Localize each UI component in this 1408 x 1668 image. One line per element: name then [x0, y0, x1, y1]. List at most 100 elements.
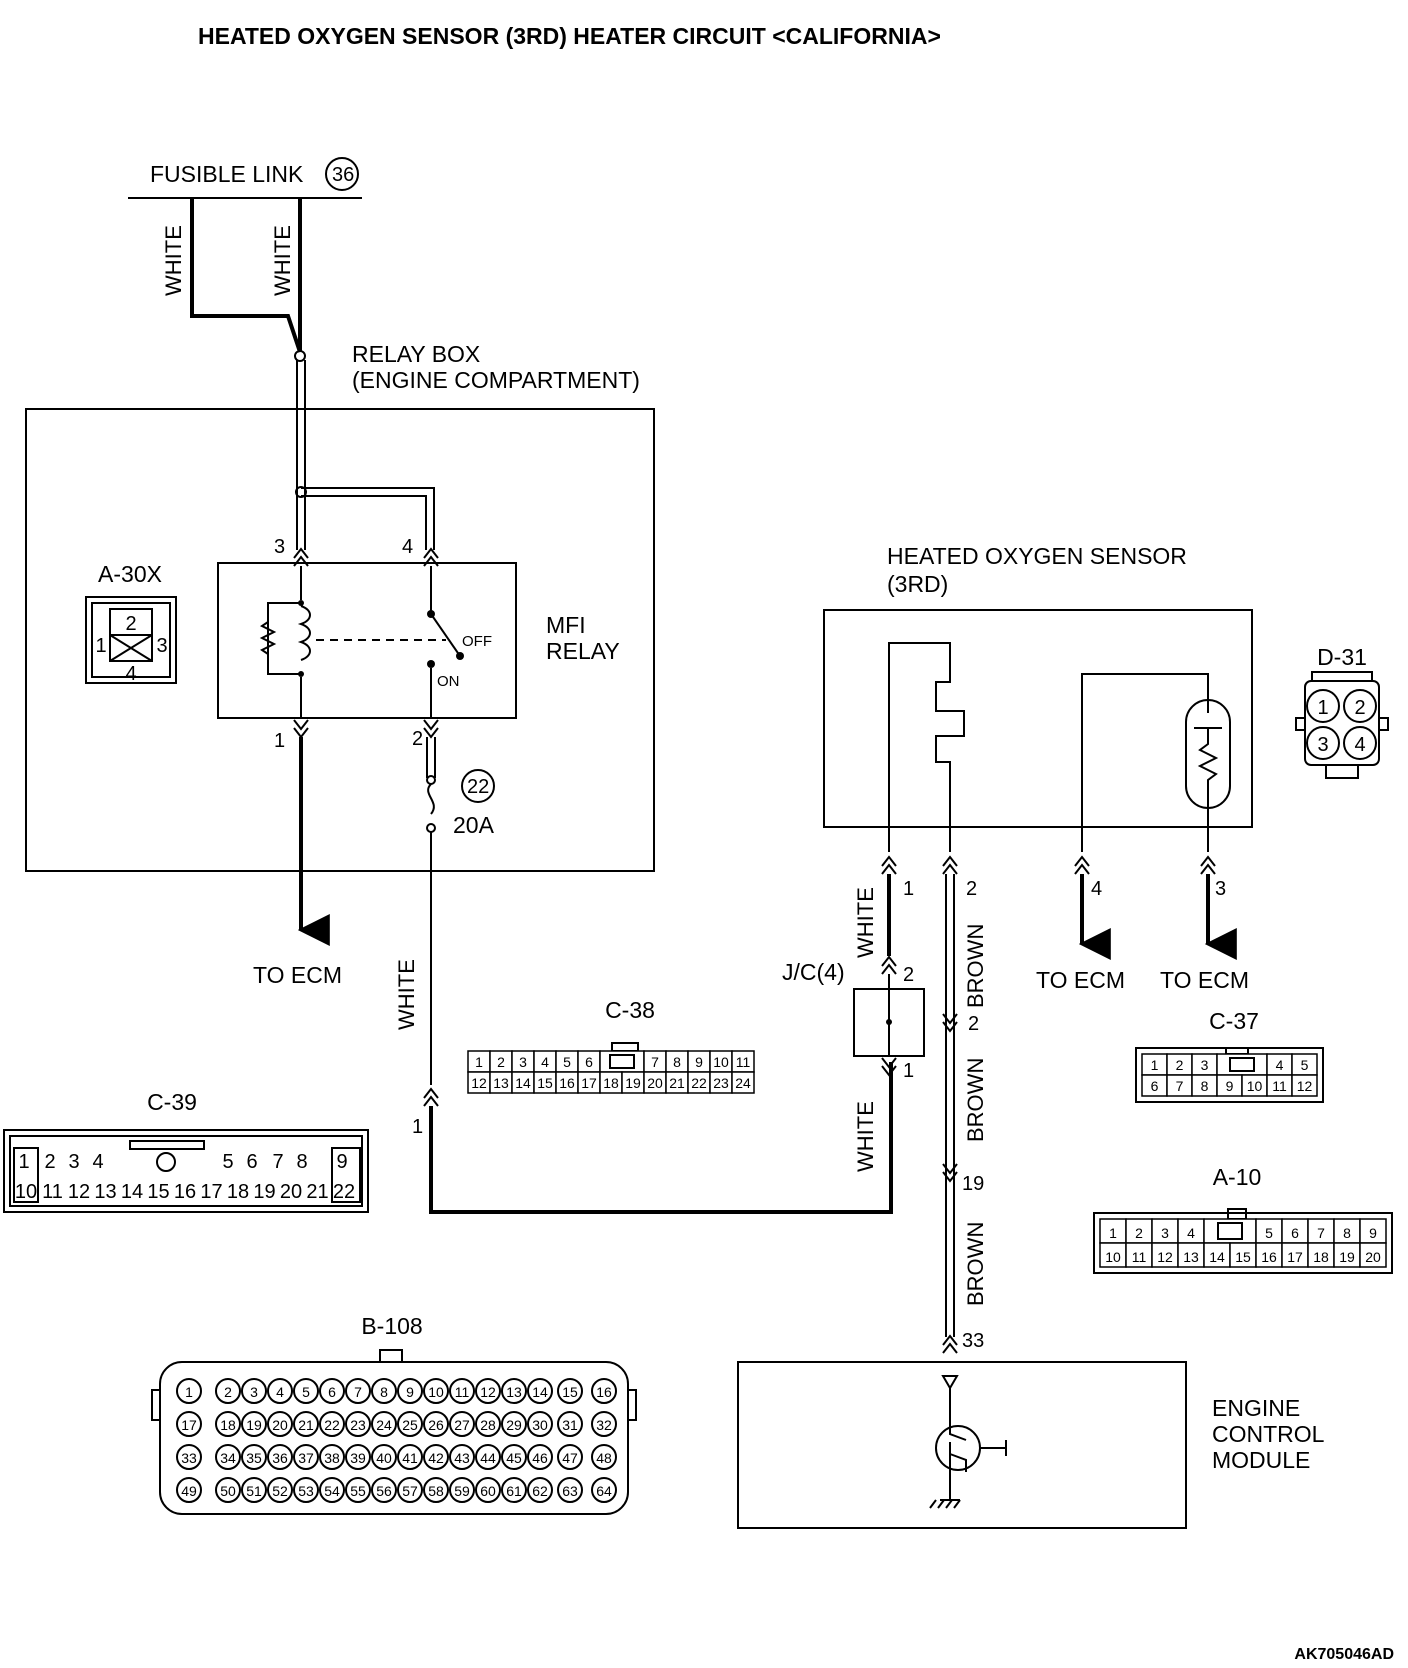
connector-b108-pin: 64 — [596, 1483, 612, 1499]
sensor-pin-4: 4 — [1091, 878, 1102, 900]
connector-b108-pin-circle — [267, 1411, 293, 1437]
relay-pin-1-terminal — [293, 719, 309, 739]
connector-c39-inner — [9, 1135, 363, 1207]
connector-a10-pin: 6 — [1291, 1225, 1299, 1241]
connector-b108-pin: 58 — [428, 1483, 444, 1499]
sensor-pin-3: 3 — [1215, 878, 1226, 900]
connector-b108-pin: 26 — [428, 1417, 444, 1433]
connector-d31-pin: 4 — [1354, 734, 1365, 756]
connector-d31-pin-circle — [1343, 726, 1377, 760]
connector-b108-pin-circle — [591, 1444, 617, 1470]
connector-c39-pin: 15 — [147, 1181, 169, 1203]
connector-a10-lock — [1217, 1222, 1243, 1240]
connector-c39-pin: 5 — [222, 1151, 233, 1173]
connector-b108-pin-circle — [475, 1411, 501, 1437]
sensor-body — [823, 609, 1253, 828]
connector-b108-pin: 37 — [298, 1450, 314, 1466]
connector-b108-pin-circle — [345, 1378, 371, 1404]
connector-b108-pin-circle — [591, 1378, 617, 1404]
connector-c39-key — [129, 1140, 205, 1150]
connector-b108-pin-circle — [423, 1378, 449, 1404]
jc-pin-2-terminal — [881, 955, 897, 975]
connector-b108-pin: 1 — [185, 1384, 193, 1400]
connector-c39-pin: 8 — [296, 1151, 307, 1173]
connector-c38-pin: 21 — [669, 1075, 685, 1091]
connector-b108-pin: 27 — [454, 1417, 470, 1433]
connector-b108-pin: 57 — [402, 1483, 418, 1499]
connector-b108-pin-circle — [397, 1378, 423, 1404]
connector-b108-pin: 28 — [480, 1417, 496, 1433]
connector-b108-pin: 13 — [506, 1384, 522, 1400]
connector-c39-pin: 11 — [42, 1181, 63, 1203]
connector-b108-pin: 6 — [328, 1384, 336, 1400]
connector-b108-pin: 36 — [272, 1450, 288, 1466]
connector-a10-pin: 12 — [1157, 1249, 1173, 1265]
connector-c38-pin: 17 — [581, 1075, 597, 1091]
connector-c39-pin: 19 — [253, 1181, 275, 1203]
connector-c38-pin: 20 — [647, 1075, 663, 1091]
connector-a10-shell — [1093, 1212, 1393, 1274]
connector-c38-pin: 16 — [559, 1075, 575, 1091]
relay-branch-splice — [295, 486, 307, 498]
connector-c39-pin: 22 — [333, 1181, 355, 1203]
connector-c37-pin: 10 — [1247, 1078, 1263, 1094]
relay-diode-branch — [267, 602, 301, 675]
connector-c37-lock — [1229, 1057, 1255, 1072]
connector-b108-pin-circle — [449, 1477, 475, 1503]
connector-a10-pin: 4 — [1187, 1225, 1195, 1241]
connector-b108-pin: 19 — [246, 1417, 262, 1433]
connector-d31-pin-circle — [1306, 689, 1340, 723]
jc-pin-1: 1 — [903, 1060, 914, 1082]
connector-c39-end — [331, 1147, 361, 1203]
sensor-heater-element — [888, 642, 965, 852]
connector-a10-pin: 20 — [1365, 1249, 1381, 1265]
connector-c37-key — [1225, 1047, 1249, 1055]
connector-c38-pin: 14 — [515, 1075, 531, 1091]
sensor-label-line2: (3RD) — [887, 571, 948, 597]
connector-a10-cell — [1281, 1242, 1309, 1268]
connector-c39-shell — [3, 1129, 369, 1213]
connector-c38-pin: 3 — [519, 1054, 527, 1070]
connector-b108-pin-circle — [319, 1378, 345, 1404]
connector-b108-pin: 20 — [272, 1417, 288, 1433]
connector-b108-pin: 31 — [562, 1417, 578, 1433]
wire-label-brown-mid: BROWN — [963, 1058, 988, 1142]
ecm-pin-33-terminal — [942, 1334, 958, 1354]
connector-c37-pin: 7 — [1176, 1078, 1184, 1094]
connector-c39-pin: 1 — [18, 1151, 29, 1173]
brown-pin-2-terminal — [942, 1013, 958, 1033]
connector-b108-pin: 63 — [562, 1483, 578, 1499]
connector-b108-pin-circle — [475, 1477, 501, 1503]
connector-b108-pin-circle — [475, 1378, 501, 1404]
connector-b108-pin-circle — [293, 1444, 319, 1470]
connector-b108-pin: 59 — [454, 1483, 470, 1499]
connector-b108-ear — [151, 1389, 161, 1421]
connector-a10-cell — [1151, 1218, 1179, 1244]
to-ecm-label-sensor-3: TO ECM — [1160, 967, 1249, 993]
connector-c39-pin: 20 — [280, 1181, 302, 1203]
connector-b108-pin-circle — [176, 1477, 202, 1503]
connector-a30x-pin: 4 — [125, 663, 136, 685]
connector-c37-pin: 1 — [1151, 1057, 1159, 1073]
connector-c38-pin: 8 — [673, 1054, 681, 1070]
connector-b108-pin: 30 — [532, 1417, 548, 1433]
wire-label-white-fuse: WHITE — [394, 959, 419, 1030]
connector-c39-pin: 12 — [68, 1181, 90, 1203]
ground-icon — [929, 1499, 961, 1509]
connector-c39-pin: 13 — [94, 1181, 116, 1203]
connector-a10-pin: 9 — [1369, 1225, 1377, 1241]
wire-label-brown-top: BROWN — [963, 924, 988, 1008]
fusible-link-number: 36 — [332, 164, 354, 186]
connector-b108-pin: 22 — [324, 1417, 340, 1433]
connector-a10-pin: 11 — [1132, 1249, 1147, 1265]
connector-b108-pin-circle — [557, 1444, 583, 1470]
c39-pin-1-terminal — [423, 1087, 439, 1107]
connector-c38-pin: 19 — [625, 1075, 641, 1091]
connector-a30x-x-box — [109, 634, 153, 662]
connector-a30x-cross — [109, 634, 153, 662]
connector-b108-pin-circle — [501, 1477, 527, 1503]
connector-b108-ear — [627, 1389, 637, 1421]
relay-pin-1: 1 — [274, 730, 285, 752]
